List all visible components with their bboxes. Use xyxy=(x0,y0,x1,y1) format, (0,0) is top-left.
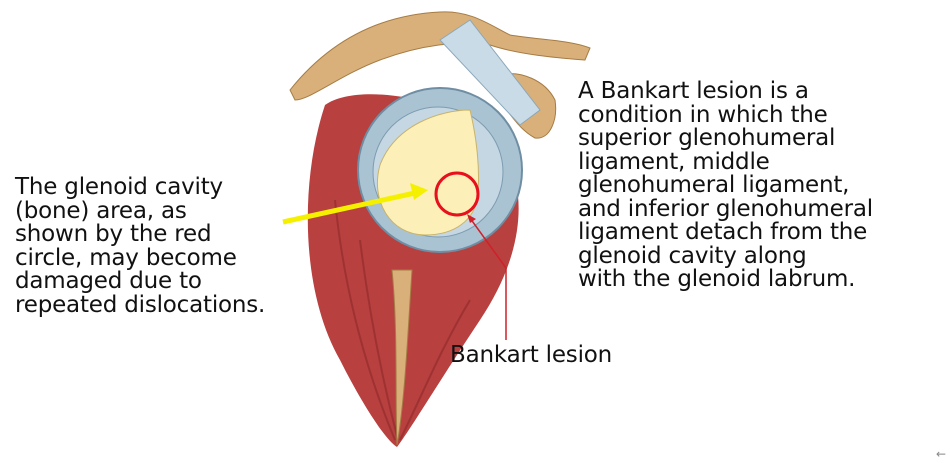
glenoid-annotation: The glenoid cavity (bone) area, as shown… xyxy=(15,174,266,318)
arrowhead-yellow xyxy=(410,183,428,200)
pointer-arrow-yellow xyxy=(282,190,416,225)
muscle-striations xyxy=(334,199,471,441)
bankart-definition: A Bankart lesion is a condition in which… xyxy=(578,78,873,292)
arrow-left-icon[interactable]: ← xyxy=(935,447,946,461)
lesion-circle xyxy=(434,171,480,217)
glenoid-cavity xyxy=(376,109,480,236)
acromion xyxy=(289,11,591,101)
bankart-lesion-label: Bankart lesion xyxy=(450,342,613,368)
lesion-pointer-line xyxy=(469,217,507,340)
ligament xyxy=(439,19,541,126)
scapula-spine xyxy=(391,269,413,446)
lesion-pointer-head xyxy=(467,214,476,223)
